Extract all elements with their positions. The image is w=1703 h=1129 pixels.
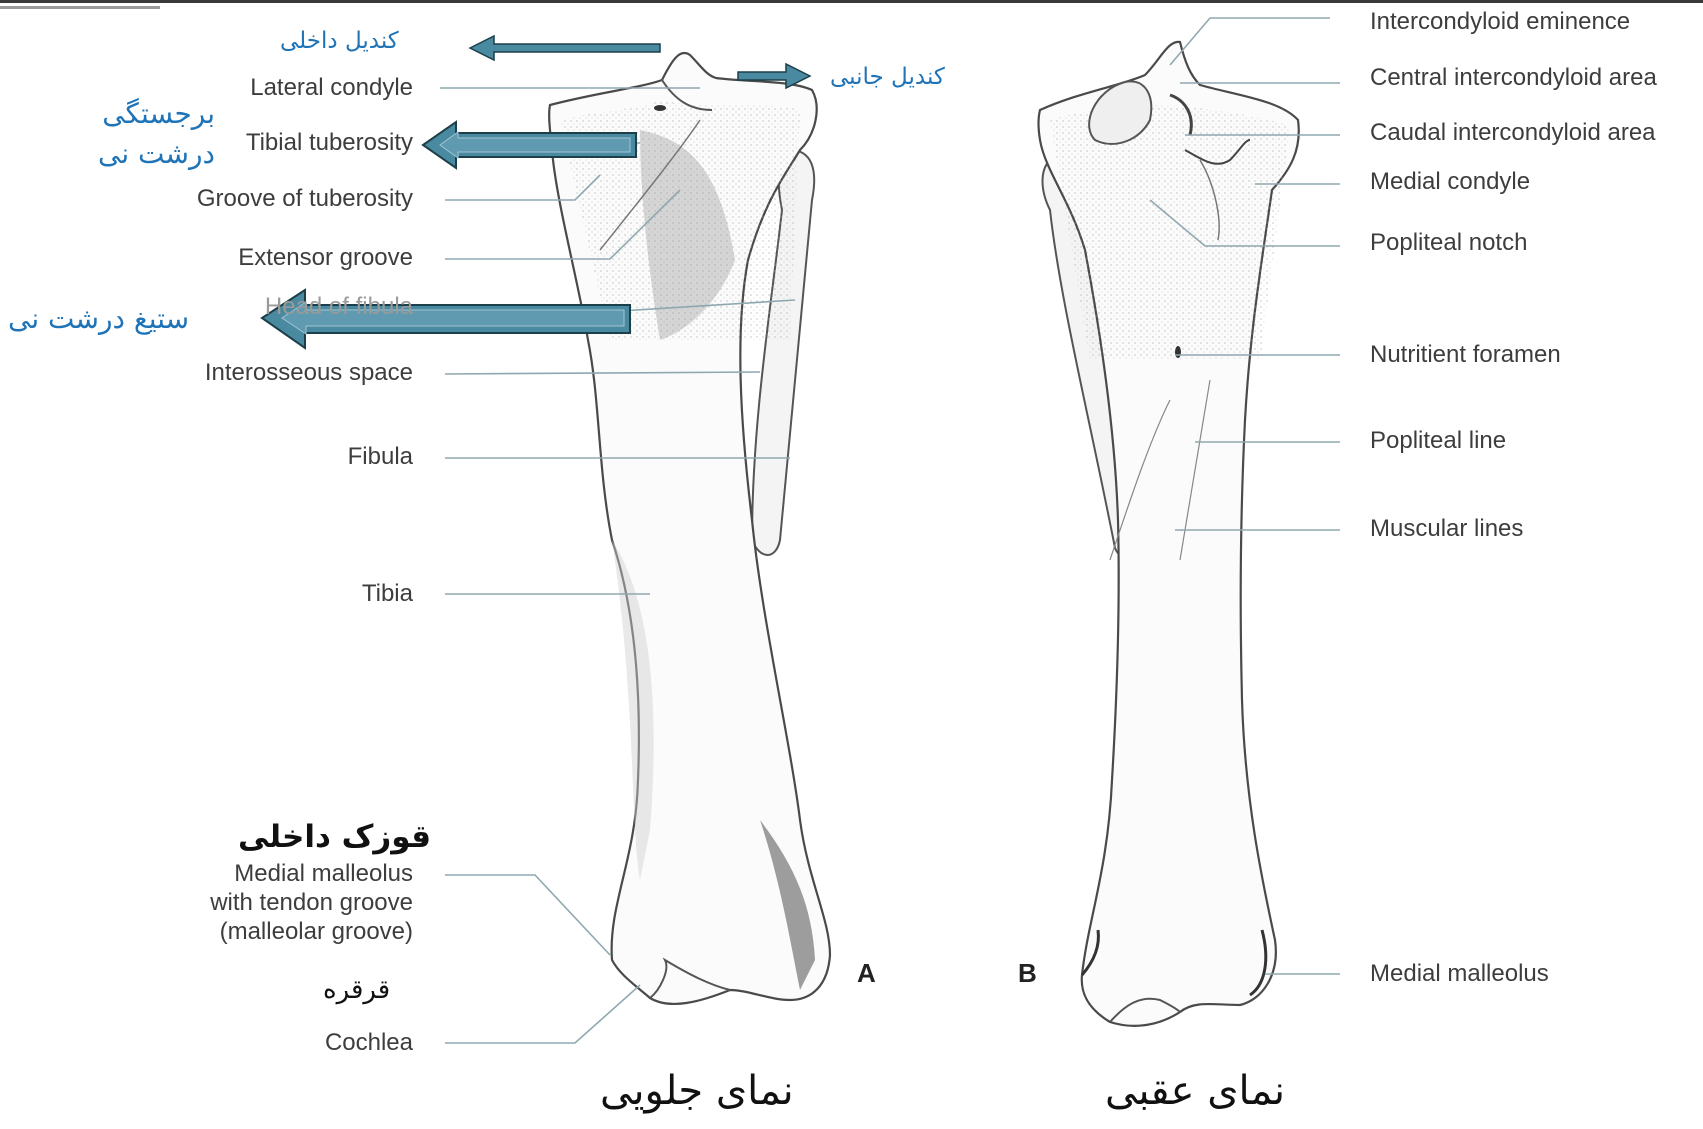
label-popliteal-line: Popliteal line [1370, 429, 1506, 453]
leader-cochlea [445, 985, 640, 1043]
label-nutrient-foramen: Nutritient foramen [1370, 343, 1561, 367]
label-muscular-lines: Muscular lines [1370, 517, 1523, 541]
label-extensor-groove: Extensor groove [238, 246, 413, 270]
label-popliteal-notch: Popliteal notch [1370, 231, 1527, 255]
label-interosseous-space: Interosseous space [205, 361, 413, 385]
leader-medial-malleolus [445, 875, 610, 955]
label-medial-malleolus-line1: Medial malleolus [234, 862, 413, 886]
label-central-area: Central intercondyloid area [1370, 66, 1657, 90]
view-letter-b: B [1018, 958, 1037, 989]
label-tibial-tuberosity: Tibial tuberosity [246, 131, 413, 155]
view-letter-a: A [857, 958, 876, 989]
label-tibia: Tibia [362, 582, 413, 606]
tibia-posterior-drawing [1039, 42, 1299, 1026]
fa-tuberosity-line1: برجستگی [60, 98, 215, 130]
tibia-anterior-drawing [549, 53, 830, 1004]
view-title-anterior: نمای جلویی [600, 1068, 794, 1114]
fa-lateral-condyle: کندیل جانبی [830, 64, 945, 90]
fa-tuberosity-line2: درشت نی [52, 138, 215, 170]
fa-medial-condyle: کندیل داخلی [280, 28, 399, 54]
label-groove-tuberosity: Groove of tuberosity [197, 187, 413, 211]
fa-cochlea: قرقره [323, 976, 390, 1006]
arrow-medial-condyle [470, 36, 660, 60]
view-title-posterior: نمای عقبی [1105, 1068, 1285, 1114]
leader-intercondyloid-eminence [1170, 18, 1330, 65]
fa-medial-malleolus: قوزک داخلی [238, 820, 431, 856]
label-intercondyloid-eminence: Intercondyloid eminence [1370, 10, 1630, 34]
label-medial-malleolus-b: Medial malleolus [1370, 962, 1549, 986]
label-caudal-area: Caudal intercondyloid area [1370, 121, 1656, 145]
label-medial-malleolus-line3: (malleolar groove) [220, 920, 413, 944]
label-head-fibula: Head of fibula [265, 295, 413, 319]
label-lateral-condyle: Lateral condyle [250, 76, 413, 100]
fa-crest: ستیغ درشت نی [8, 303, 189, 335]
label-cochlea: Cochlea [325, 1031, 413, 1055]
label-medial-malleolus-line2: with tendon groove [210, 891, 413, 915]
label-medial-condyle: Medial condyle [1370, 170, 1530, 194]
label-fibula: Fibula [348, 445, 413, 469]
